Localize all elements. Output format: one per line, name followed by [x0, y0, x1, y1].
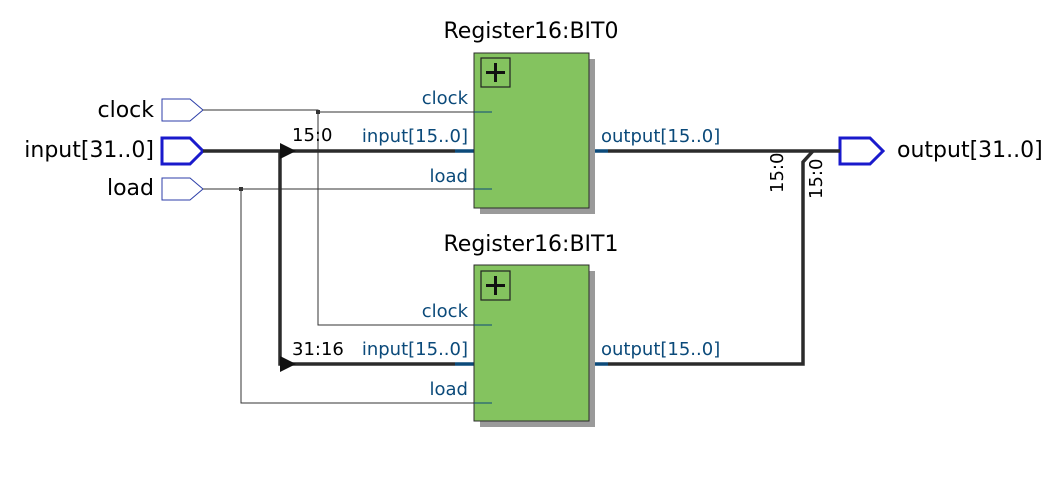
module-bit1-pin-load: load — [430, 379, 468, 400]
bus-split-arrow-bit1 — [280, 356, 296, 372]
module-bit0-pin-clock: clock — [422, 88, 469, 109]
module-bit0-pin-output: output[15..0] — [601, 126, 720, 147]
module-bit1-pin-input: input[15..0] — [362, 339, 468, 360]
input-port-clock-symbol — [161, 98, 204, 122]
output-port-output-label: output[31..0] — [897, 138, 1043, 163]
module-bit1-pin-clock: clock — [422, 301, 469, 322]
module-bit1-title: Register16:BIT1 — [443, 232, 618, 257]
expand-icon[interactable] — [480, 270, 511, 301]
module-register16-bit1[interactable]: Register16:BIT1 clock input[15..0] load … — [362, 232, 720, 427]
input-port-load[interactable]: load — [107, 176, 204, 201]
bus-output-bit1[interactable] — [608, 149, 815, 366]
output-port-output-symbol — [838, 136, 886, 166]
input-port-input-label: input[31..0] — [24, 138, 154, 163]
input-port-load-label: load — [107, 176, 154, 201]
expand-icon[interactable] — [480, 57, 511, 88]
module-bit0-title: Register16:BIT0 — [443, 19, 618, 44]
junction-clock — [316, 110, 320, 114]
slice-label-bit1-output: 15:0 — [806, 159, 827, 199]
wire-clock-bit1[interactable] — [203, 109, 492, 326]
input-port-input[interactable]: input[31..0] — [24, 136, 206, 166]
module-pin-stubs — [474, 111, 492, 404]
module-bit0-pin-load: load — [430, 166, 468, 187]
input-port-clock[interactable]: clock — [97, 98, 204, 123]
input-port-input-symbol — [160, 136, 206, 166]
input-port-clock-label: clock — [97, 98, 154, 123]
module-register16-bit0[interactable]: Register16:BIT0 clock input[15..0] load … — [362, 19, 720, 214]
module-bit0-pin-input: input[15..0] — [362, 126, 468, 147]
bus-split-arrow-bit0 — [280, 143, 296, 159]
slice-label-bit0-output: 15:0 — [767, 153, 788, 193]
slice-label-bit1-input: 31:16 — [292, 339, 344, 360]
input-port-load-symbol — [161, 177, 204, 201]
wire-load-bit1[interactable] — [240, 189, 492, 404]
wire-clock-bit0[interactable] — [317, 110, 492, 113]
output-port-output[interactable]: output[31..0] — [838, 136, 1043, 166]
slice-label-bit0-input: 15:0 — [292, 125, 332, 146]
junction-load — [239, 187, 243, 191]
module-bit1-pin-output: output[15..0] — [601, 339, 720, 360]
